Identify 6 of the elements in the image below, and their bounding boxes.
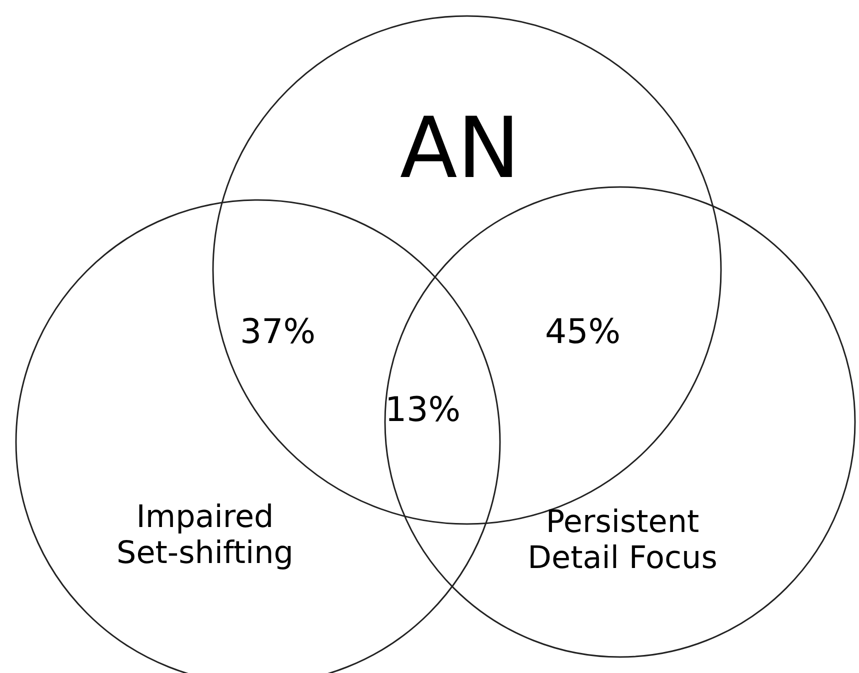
set-label: Persistent Detail Focus	[526, 505, 718, 576]
overlap-percentage: 45%	[545, 312, 621, 352]
overlap-percentage: 37%	[240, 312, 316, 352]
set-label: AN	[398, 100, 522, 197]
set-label: Impaired Set-shifting	[116, 500, 294, 572]
overlap-percentage: 13%	[385, 390, 461, 430]
